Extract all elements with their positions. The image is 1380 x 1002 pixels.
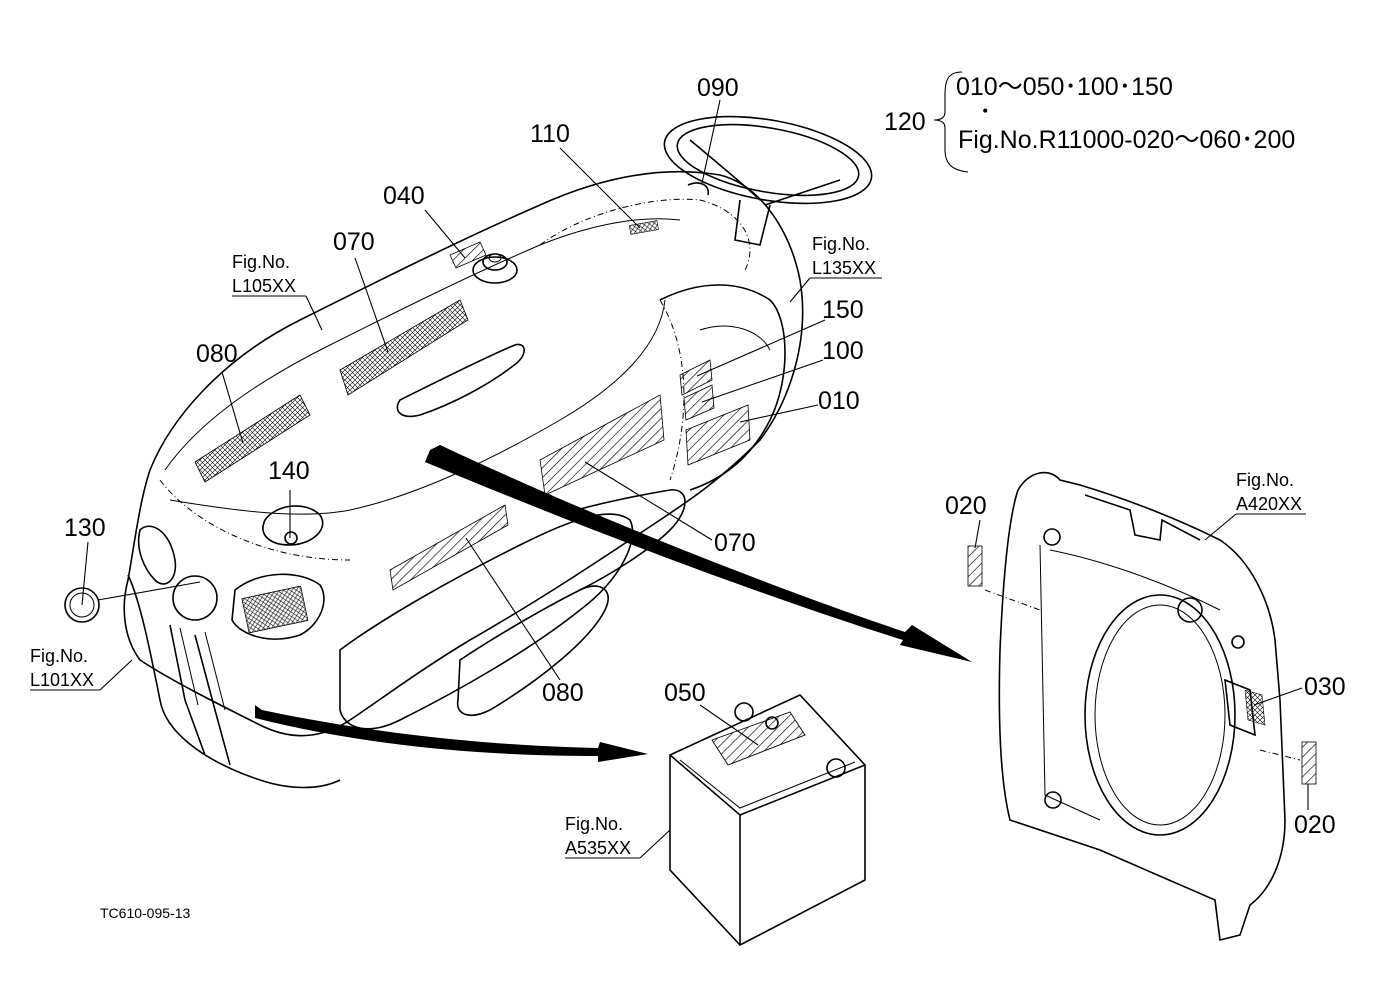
assembly-arrows [255,445,972,762]
part-label-120: 120 [884,108,926,136]
set-composition-note: 010～050･100･150 ･ Fig.No.R11000-020～060･… [956,73,1295,154]
set-note-line2: Fig.No.R11000-020～060･200 [958,126,1295,154]
part-label-150: 150 [822,296,864,324]
figref-l101-prefix: Fig.No. [30,646,88,666]
part-label-070-top: 070 [333,228,375,256]
steering-wheel [663,115,873,246]
figref-l135-prefix: Fig.No. [812,234,870,254]
part-label-050: 050 [664,679,706,707]
part-label-040: 040 [383,182,425,210]
figref-l105-prefix: Fig.No. [232,252,290,272]
part-label-070-side: 070 [714,529,756,557]
set-note-dot: ･ [979,98,992,126]
figref-a420-number: A420XX [1236,494,1302,514]
figref-a420-prefix: Fig.No. [1236,470,1294,490]
part-label-080-top: 080 [196,340,238,368]
part-label-010: 010 [818,387,860,415]
figref-a535-number: A535XX [565,838,631,858]
part-label-130: 130 [64,514,106,542]
figref-l105-number: L105XX [232,276,296,296]
part-label-110: 110 [530,120,570,148]
figref-l135-number: L135XX [812,258,876,278]
part-labels: 090 110 040 070 080 140 130 150 100 010 … [64,74,1346,839]
battery [669,694,866,946]
part-label-090: 090 [697,74,739,102]
part-label-030: 030 [1304,673,1346,701]
part-label-140: 140 [268,457,310,485]
radiator-shroud [967,471,1317,941]
set-note-line1: 010～050･100･150 [956,73,1173,101]
figref-l101-number: L101XX [30,670,94,690]
drawing-code: TC610-095-13 [100,905,190,921]
figure-references: Fig.No. L105XX Fig.No. L135XX Fig.No. L1… [30,234,1302,858]
hood-assembly [64,170,804,789]
part-label-020-right: 020 [1294,811,1336,839]
part-label-080-side: 080 [542,679,584,707]
figref-a535-prefix: Fig.No. [565,814,623,834]
leader-lines [30,71,1309,859]
part-label-020-left: 020 [945,492,987,520]
part-label-100: 100 [822,337,864,365]
